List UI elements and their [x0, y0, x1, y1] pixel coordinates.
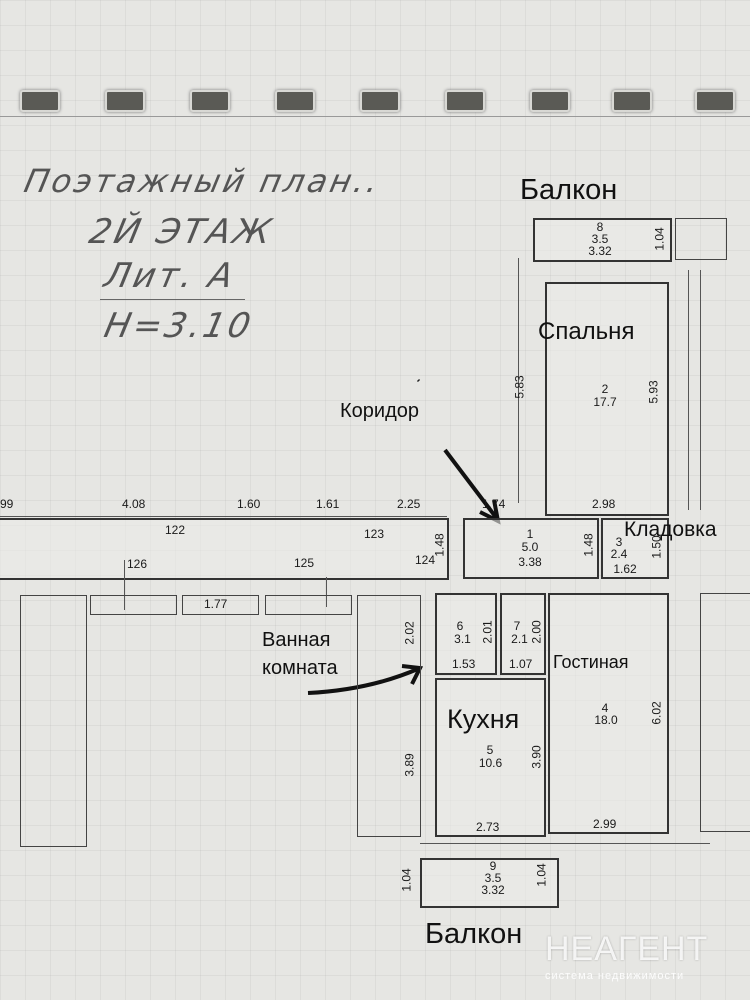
room-1-number: 1 — [526, 527, 534, 541]
room-7-toilet — [500, 593, 546, 675]
room-6-depth: 2.01 — [480, 620, 495, 644]
dim-top-5: 1.74 — [482, 497, 506, 511]
wall — [420, 843, 710, 844]
room-7-number: 7 — [513, 619, 521, 633]
living-label: Гостиная — [553, 652, 629, 672]
room-6-width: 1.53 — [452, 657, 476, 671]
room-2-area: 17.7 — [593, 395, 617, 409]
room-5-width: 2.73 — [476, 820, 500, 834]
room-6-number: 6 — [456, 619, 464, 633]
room-4-living — [548, 593, 669, 834]
wall — [675, 218, 727, 260]
room-3-area: 2.4 — [610, 547, 628, 561]
binding-hole — [20, 90, 60, 112]
wall — [357, 595, 421, 837]
room-9-depth-left: 1.04 — [399, 868, 414, 892]
room-4-depth: 6.02 — [649, 701, 664, 725]
wall — [182, 595, 259, 615]
balcony-top-label: Балкон — [520, 174, 618, 206]
room-7-width: 1.07 — [509, 657, 533, 671]
room-7-area: 2.1 — [511, 632, 528, 646]
corridor-dim: 1.48 — [432, 533, 447, 557]
binding-hole — [360, 90, 400, 112]
kitchen-label: Кухня — [447, 704, 520, 734]
corridor-num-126: 126 — [127, 557, 148, 571]
room-1-depth: 1.48 — [581, 533, 596, 557]
binding-hole — [612, 90, 652, 112]
wall — [326, 577, 327, 607]
room-3-depth: 1.50 — [649, 535, 664, 559]
bathroom-label-line2: комната — [262, 657, 338, 679]
dimension-line — [0, 516, 447, 517]
wall — [90, 595, 177, 615]
room-2-width: 2.98 — [592, 497, 616, 511]
room-2-number: 2 — [601, 382, 609, 396]
watermark-tagline: система недвижимости — [545, 970, 685, 982]
room-5-outer-depth: 3.89 — [402, 753, 417, 777]
wall — [700, 593, 750, 832]
binding-hole — [105, 90, 145, 112]
corridor-num-125: 125 — [294, 556, 315, 570]
room-8-area: 3.5 — [591, 232, 609, 246]
room-1-width: 3.38 — [518, 555, 542, 569]
room-4-number: 4 — [601, 701, 609, 715]
bathroom-label: Ванная комната — [262, 626, 338, 682]
watermark-logo: НЕАГЕНТ — [545, 930, 709, 968]
room-4-area: 18.0 — [594, 713, 618, 727]
room-9-balcony — [420, 858, 559, 908]
room-6-area: 3.1 — [454, 632, 471, 646]
storage-label: Кладовка — [624, 518, 717, 541]
room-9-area: 3.5 — [484, 871, 502, 885]
room-3-storage — [601, 518, 669, 579]
room-9-depth-right: 1.04 — [534, 863, 549, 887]
room-2-bedroom — [545, 282, 669, 516]
room-1-area: 5.0 — [521, 540, 539, 554]
binding-hole — [530, 90, 570, 112]
room-6-outer-depth: 2.02 — [402, 621, 417, 645]
binding-hole — [695, 90, 735, 112]
room-3-width: 1.62 — [613, 562, 637, 576]
common-corridor — [0, 518, 449, 580]
room-5-number: 5 — [486, 743, 494, 757]
room-8-width: 3.32 — [588, 244, 612, 258]
balcony-bottom-label: Балкон — [425, 918, 523, 950]
room-9-width: 3.32 — [481, 883, 505, 897]
wall — [265, 595, 352, 615]
room-5-area: 10.6 — [478, 756, 503, 770]
dim-misc: 1.77 — [204, 597, 228, 611]
bathroom-label-line1: Ванная — [262, 629, 331, 651]
binding-hole — [445, 90, 485, 112]
room-1-hall — [463, 518, 599, 579]
room-8-balcony — [533, 218, 672, 262]
bedroom-label: Спальня — [538, 318, 635, 345]
corridor-label: Коридор — [340, 400, 419, 422]
room-3-number: 3 — [615, 535, 623, 549]
room-5-depth: 3.90 — [529, 745, 544, 769]
dim-top-3: 1.61 — [316, 497, 340, 511]
room-7-depth: 2.00 — [529, 620, 544, 644]
room-5-kitchen — [435, 678, 546, 837]
dim-top-0: 99 — [0, 497, 14, 511]
wall — [518, 258, 519, 503]
dim-top-2: 1.60 — [237, 497, 261, 511]
wall — [20, 595, 87, 847]
room-9-number: 9 — [489, 859, 497, 873]
dim-top-1: 4.08 — [122, 497, 146, 511]
page-border — [0, 116, 750, 117]
wall — [700, 270, 701, 510]
dim-top-4: 2.25 — [397, 497, 421, 511]
room-8-number: 8 — [596, 220, 604, 234]
binding-hole — [275, 90, 315, 112]
corridor-num-123: 123 — [364, 527, 385, 541]
corridor-num-122: 122 — [165, 523, 186, 537]
title-underline — [100, 299, 245, 300]
room-6-bathroom — [435, 593, 497, 675]
wall — [688, 270, 689, 510]
corridor-num-124: 124 — [415, 553, 436, 567]
binding-hole — [190, 90, 230, 112]
room-4-width: 2.99 — [593, 817, 617, 831]
wall — [124, 560, 125, 610]
